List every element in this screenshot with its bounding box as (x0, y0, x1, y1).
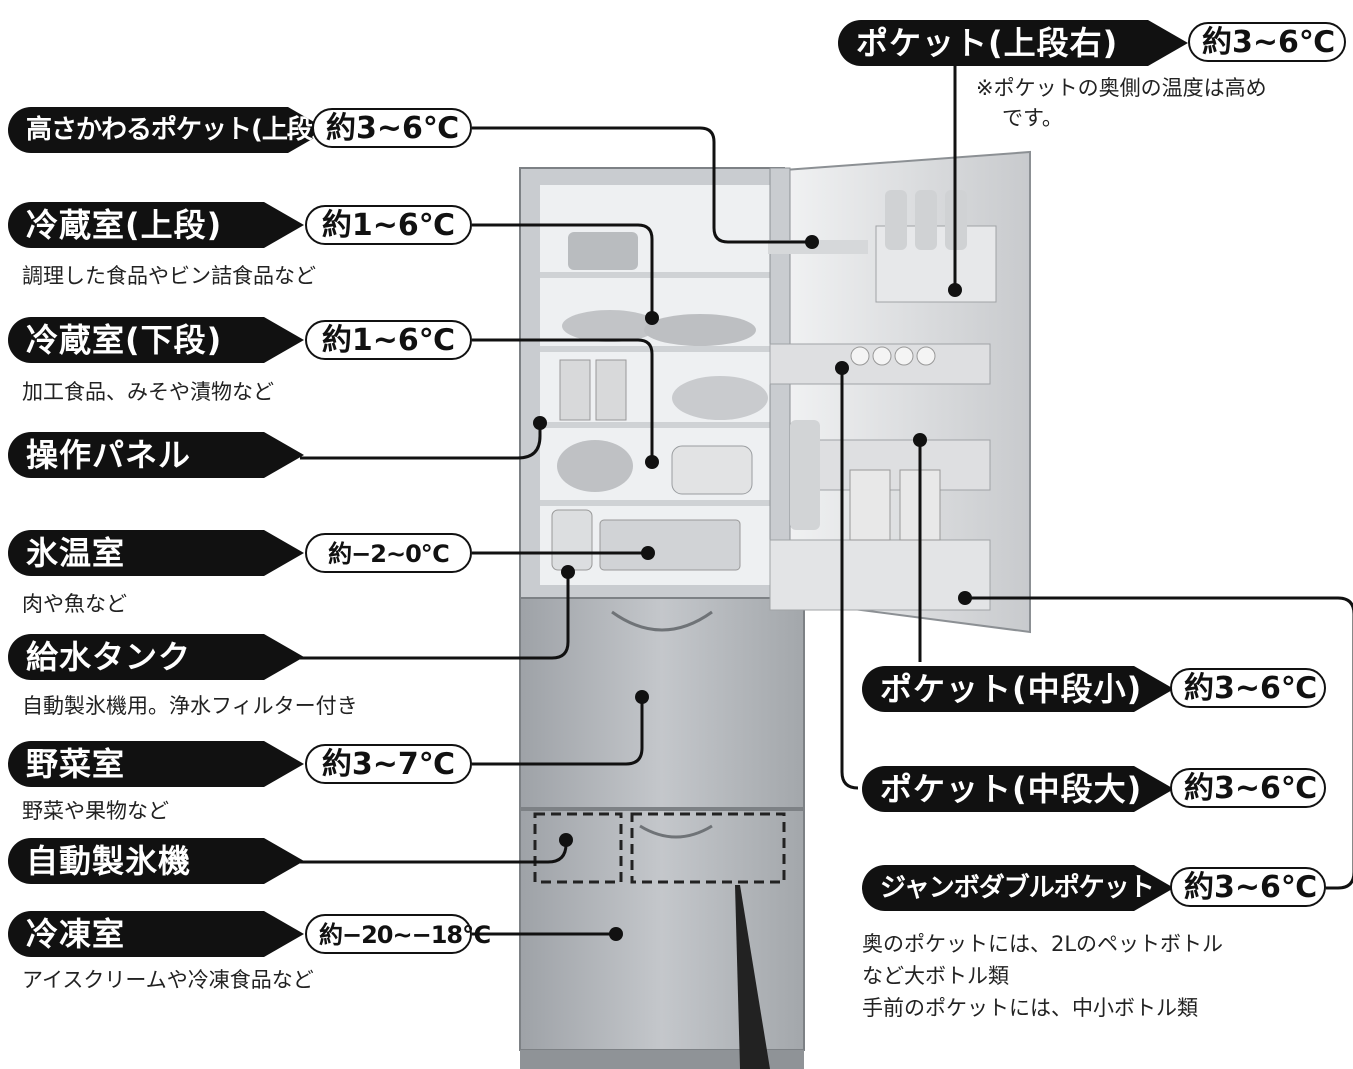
label-pocket-upper-left: 高さかわるポケット(上段左) (8, 107, 328, 153)
drawer-handle (611, 610, 713, 632)
dot (835, 361, 849, 375)
dot (609, 927, 623, 941)
bottle (790, 420, 820, 530)
label-ice-maker: 自動製氷機 (8, 838, 304, 884)
shelf (540, 500, 772, 506)
ice-maker-area (533, 812, 623, 884)
shelf (540, 272, 772, 278)
food-plate (644, 314, 756, 346)
door-pocket (799, 439, 991, 491)
desc-chilled-room: 肉や魚など (22, 592, 127, 616)
leader-pocket-upper-left (472, 126, 812, 244)
label-pocket-middle-small: ポケット(中段小) (862, 666, 1174, 712)
temp-pocket-upper-left: 約3~6℃ (312, 108, 472, 148)
label-pocket-upper-right: ポケット(上段右) (838, 20, 1188, 66)
leader-fridge-lower (472, 338, 654, 462)
temp-chilled-room: 約−2~0℃ (305, 533, 472, 573)
note-pocket-upper-right-1: ※ポケットの奥側の温度は高め (976, 76, 1267, 100)
desc-fridge-upper: 調理した食品やビン詰食品など (22, 264, 316, 288)
dot (533, 416, 547, 430)
desc-freezer: アイスクリームや冷凍食品など (22, 968, 314, 992)
leader-jumbo-double-pocket (965, 596, 1353, 890)
temp-pocket-middle-large: 約3~6℃ (1170, 768, 1326, 808)
food-plate (562, 310, 658, 342)
temp-vegetable-room: 約3~7℃ (305, 744, 472, 784)
can (595, 359, 627, 421)
dot (559, 833, 573, 847)
ice-pointer-wedge (735, 885, 770, 1069)
leader-ice-maker (300, 840, 568, 864)
label-freezer: 冷凍室 (8, 911, 304, 957)
label-chilled-room: 氷温室 (8, 530, 304, 576)
dot (641, 546, 655, 560)
dot (561, 565, 575, 579)
note-jumbo-3: 手前のポケットには、中小ボトル類 (862, 996, 1198, 1020)
bottle (915, 190, 937, 250)
drawer-handle (639, 824, 713, 839)
desc-fridge-lower: 加工食品、みそや漬物など (22, 380, 274, 404)
dot (958, 591, 972, 605)
note-pocket-upper-right-2: です。 (1002, 106, 1063, 130)
can (559, 359, 591, 421)
leader-control-panel (300, 423, 542, 460)
door-pocket (769, 539, 991, 611)
label-vegetable-room: 野菜室 (8, 741, 304, 787)
leader-pocket-middle-large (840, 368, 859, 790)
cake-cover (671, 445, 753, 495)
food-container (568, 232, 638, 270)
shelf (540, 422, 772, 428)
leader-vegetable-room (472, 697, 644, 766)
note-jumbo-1: 奥のポケットには、2Lのペットボトル (862, 932, 1224, 956)
egg (850, 346, 870, 366)
dot (805, 235, 819, 249)
salad-bowl (557, 440, 633, 492)
bottle (885, 190, 907, 250)
milk-carton (849, 469, 891, 541)
temp-jumbo-double-pocket: 約3~6℃ (1170, 867, 1326, 907)
ice-bin-area (630, 812, 786, 884)
dot (948, 283, 962, 297)
label-pocket-middle-large: ポケット(中段大) (862, 766, 1174, 812)
dot (635, 690, 649, 704)
shelf (540, 346, 772, 352)
temp-fridge-upper: 約1~6℃ (305, 205, 472, 245)
leader-water-tank (300, 572, 570, 660)
food-dish (672, 376, 768, 420)
fridge-base (520, 1050, 804, 1069)
label-fridge-lower: 冷蔵室(下段) (8, 317, 304, 363)
label-fridge-upper: 冷蔵室(上段) (8, 202, 304, 248)
egg (916, 346, 936, 366)
label-jumbo-double-pocket: ジャンボダブルポケット (862, 865, 1174, 911)
desc-water-tank: 自動製氷機用。浄水フィルター付き (22, 694, 358, 718)
dot (645, 311, 659, 325)
egg (894, 346, 914, 366)
leader-fridge-upper (472, 223, 654, 318)
temp-freezer: 約−20~−18℃ (305, 914, 491, 954)
label-control-panel: 操作パネル (8, 432, 304, 478)
desc-vegetable-room: 野菜や果物など (22, 799, 169, 823)
dot (913, 433, 927, 447)
dot (645, 455, 659, 469)
temp-pocket-upper-right: 約3~6℃ (1188, 22, 1346, 62)
temp-fridge-lower: 約1~6℃ (305, 320, 472, 360)
label-water-tank: 給水タンク (8, 634, 304, 680)
note-jumbo-2: など大ボトル類 (862, 964, 1009, 988)
egg (872, 346, 892, 366)
temp-pocket-middle-small: 約3~6℃ (1170, 668, 1326, 708)
chilled-drawer (599, 519, 741, 571)
